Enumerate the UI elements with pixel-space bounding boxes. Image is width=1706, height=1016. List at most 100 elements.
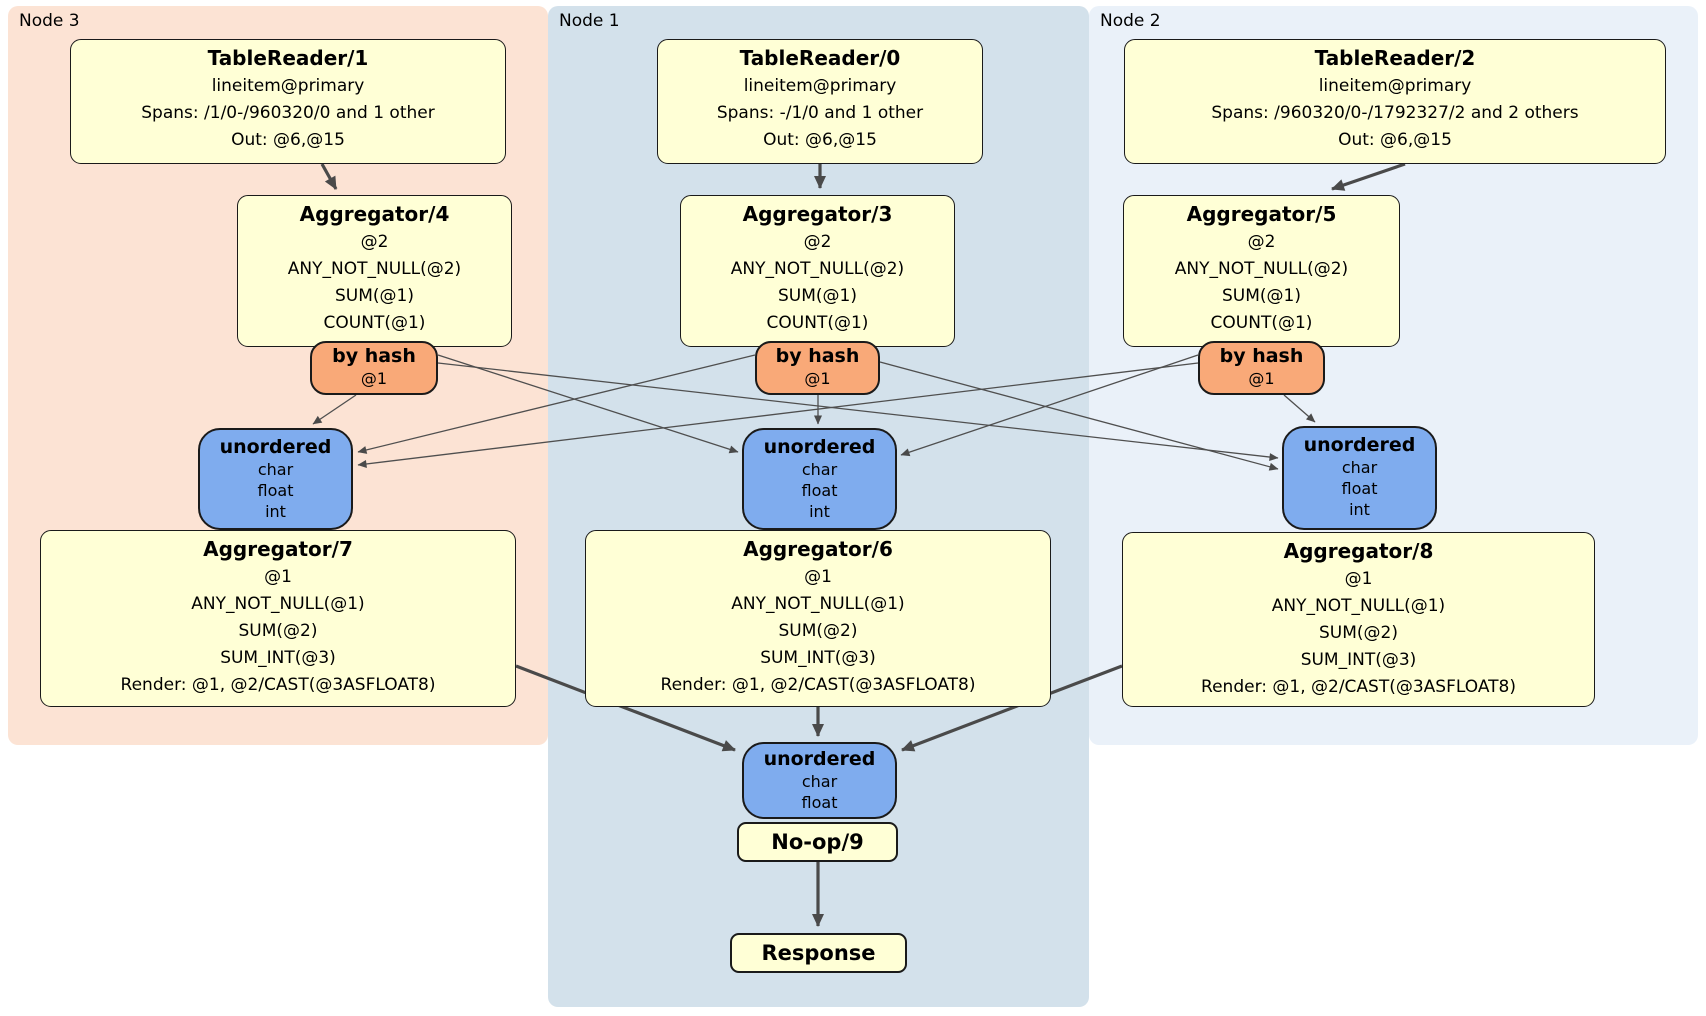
aggregator-line: ANY_NOT_NULL(@2) <box>730 259 905 279</box>
aggregator-render-line: Render: @1, @2/CAST(@3ASFLOAT8) <box>1201 677 1516 697</box>
tablereader-0-box: TableReader/0 lineitem@primary Spans: -/… <box>657 39 983 164</box>
sync-type: float <box>257 481 294 500</box>
sync-type: int <box>1349 500 1370 519</box>
aggregator-8-title: Aggregator/8 <box>1283 539 1434 563</box>
tablereader-2-box: TableReader/2 lineitem@primary Spans: /9… <box>1124 39 1666 164</box>
response-title: Response <box>761 941 876 965</box>
aggregator-7-box: Aggregator/7 @1 ANY_NOT_NULL(@1) SUM(@2)… <box>40 530 516 707</box>
tablereader-0-title: TableReader/0 <box>739 46 901 70</box>
hash-router-node3: by hash @1 <box>310 341 438 395</box>
aggregator-line: SUM_INT(@3) <box>1300 650 1417 670</box>
aggregator-4-title: Aggregator/4 <box>299 202 450 226</box>
aggregator-8-box: Aggregator/8 @1 ANY_NOT_NULL(@1) SUM(@2)… <box>1122 532 1595 707</box>
aggregator-line: SUM_INT(@3) <box>760 648 876 668</box>
edge-router4-sync-node3 <box>312 394 357 425</box>
aggregator-line: @1 <box>804 567 832 587</box>
aggregator-line: SUM(@2) <box>238 621 318 641</box>
merge-sync-node3: unordered char float int <box>198 428 353 530</box>
aggregator-render-line: Render: @1, @2/CAST(@3ASFLOAT8) <box>660 675 976 695</box>
aggregator-line: ANY_NOT_NULL(@1) <box>731 594 905 614</box>
sync-type: char <box>801 460 838 479</box>
edge-router3-sync-node2 <box>879 361 1279 471</box>
sync-type: float <box>801 793 838 812</box>
aggregator-3-box: Aggregator/3 @2 ANY_NOT_NULL(@2) SUM(@1)… <box>680 195 955 347</box>
hash-router-node1: by hash @1 <box>755 341 880 395</box>
aggregator-6-title: Aggregator/6 <box>743 537 893 561</box>
router-key: @1 <box>1248 369 1275 388</box>
router-title: by hash <box>775 345 860 367</box>
tablereader-1-table: lineitem@primary <box>211 76 365 96</box>
noop-title: No-op/9 <box>771 830 864 854</box>
aggregator-line: SUM_INT(@3) <box>220 648 336 668</box>
router-title: by hash <box>1219 345 1304 367</box>
aggregator-line: ANY_NOT_NULL(@2) <box>1174 259 1349 279</box>
aggregator-render-line: Render: @1, @2/CAST(@3ASFLOAT8) <box>120 675 436 695</box>
aggregator-line: COUNT(@1) <box>323 313 426 333</box>
aggregator-line: @2 <box>1247 232 1276 252</box>
aggregator-line: SUM(@1) <box>1222 286 1301 306</box>
tablereader-2-title: TableReader/2 <box>1314 46 1476 70</box>
final-merge-sync: unordered char float <box>742 742 897 819</box>
aggregator-line: SUM(@2) <box>778 621 858 641</box>
aggregator-line: SUM(@1) <box>778 286 857 306</box>
merge-sync-node1: unordered char float int <box>742 428 897 530</box>
node-2-label: Node 2 <box>1100 11 1161 31</box>
edge-router4-sync-node2 <box>437 362 1279 462</box>
edge-router4-sync-node1 <box>437 354 739 454</box>
edge-aggregator7-finalsync <box>515 664 736 752</box>
tablereader-1-box: TableReader/1 lineitem@primary Spans: /1… <box>70 39 506 164</box>
aggregator-line: COUNT(@1) <box>1210 313 1313 333</box>
aggregator-5-box: Aggregator/5 @2 ANY_NOT_NULL(@2) SUM(@1)… <box>1123 195 1400 347</box>
tablereader-1-spans: Spans: /1/0-/960320/0 and 1 other <box>141 103 435 123</box>
tablereader-2-spans: Spans: /960320/0-/1792327/2 and 2 others <box>1211 103 1579 123</box>
sync-title: unordered <box>1303 434 1416 456</box>
tablereader-1-title: TableReader/1 <box>207 46 369 70</box>
edge-router5-sync-node2 <box>1283 394 1316 423</box>
response-box: Response <box>730 933 907 973</box>
aggregator-line: ANY_NOT_NULL(@2) <box>287 259 462 279</box>
aggregator-line: SUM(@2) <box>1319 623 1398 643</box>
sync-type: float <box>1341 479 1378 498</box>
tablereader-2-table: lineitem@primary <box>1318 76 1472 96</box>
aggregator-line: @2 <box>803 232 832 252</box>
sync-title: unordered <box>219 436 332 458</box>
sync-type: float <box>801 481 838 500</box>
hash-router-node2: by hash @1 <box>1198 341 1325 395</box>
router-title: by hash <box>332 345 416 367</box>
aggregator-7-title: Aggregator/7 <box>203 537 353 561</box>
node-3-label: Node 3 <box>19 11 80 31</box>
router-key: @1 <box>360 369 388 388</box>
aggregator-line: SUM(@1) <box>335 286 414 306</box>
aggregator-line: ANY_NOT_NULL(@1) <box>191 594 365 614</box>
tablereader-0-spans: Spans: -/1/0 and 1 other <box>716 103 924 123</box>
node-1-label: Node 1 <box>559 11 620 31</box>
sync-type: int <box>265 502 286 521</box>
edge-router5-sync-node3 <box>357 362 1199 468</box>
aggregator-6-box: Aggregator/6 @1 ANY_NOT_NULL(@1) SUM(@2)… <box>585 530 1051 707</box>
edge-tablereader1-aggregator4 <box>320 163 338 190</box>
aggregator-4-box: Aggregator/4 @2 ANY_NOT_NULL(@2) SUM(@1)… <box>237 195 512 347</box>
aggregator-line: @1 <box>264 567 292 587</box>
sync-title: unordered <box>763 748 876 770</box>
tablereader-0-table: lineitem@primary <box>743 76 897 96</box>
aggregator-line: COUNT(@1) <box>766 313 869 333</box>
edge-tablereader2-aggregator5 <box>1331 162 1406 191</box>
merge-sync-node2: unordered char float int <box>1282 426 1437 530</box>
noop-box: No-op/9 <box>737 822 898 862</box>
tablereader-2-out: Out: @6,@15 <box>1338 130 1452 150</box>
tablereader-0-out: Out: @6,@15 <box>763 130 877 150</box>
aggregator-line: @1 <box>1344 569 1373 589</box>
edge-router5-sync-node1 <box>900 354 1199 457</box>
aggregator-3-title: Aggregator/3 <box>742 202 893 226</box>
sync-type: int <box>809 502 830 521</box>
sync-type: char <box>257 460 294 479</box>
tablereader-1-out: Out: @6,@15 <box>231 130 345 150</box>
aggregator-line: ANY_NOT_NULL(@1) <box>1271 596 1446 616</box>
sync-type: char <box>801 772 838 791</box>
sync-type: char <box>1341 458 1378 477</box>
edge-router3-sync-node3 <box>357 354 756 454</box>
router-key: @1 <box>804 369 831 388</box>
aggregator-5-title: Aggregator/5 <box>1186 202 1337 226</box>
